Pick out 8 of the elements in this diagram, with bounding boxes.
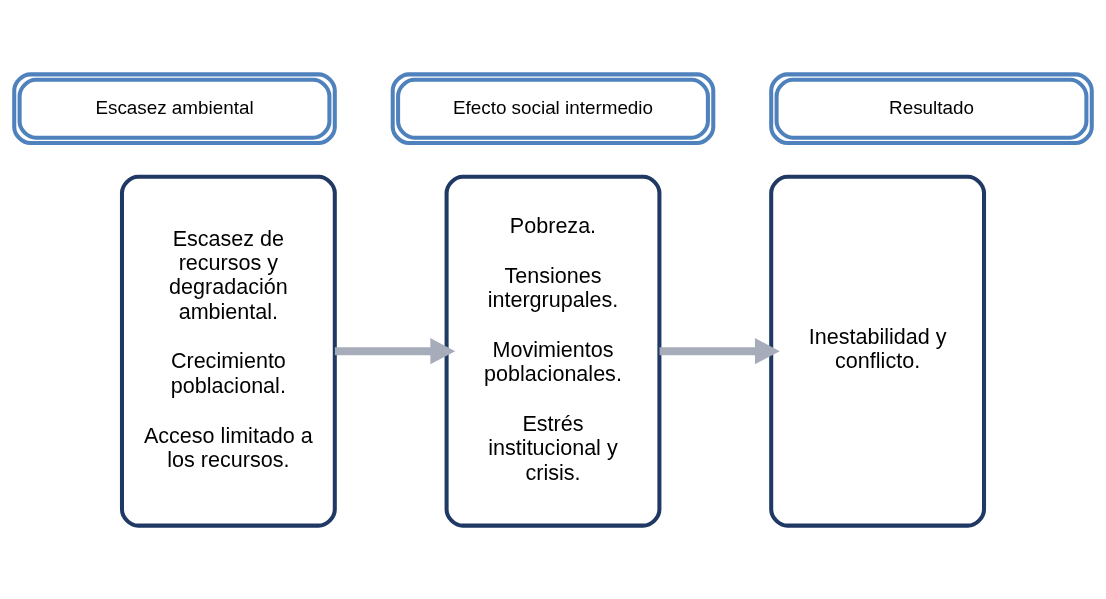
node-box: Escasez ambiental xyxy=(12,71,337,145)
node-box: Efecto social intermedio xyxy=(390,71,716,145)
node-box: Pobreza. Tensiones intergrupales. Movimientos poblacionales. Estrés institucional y crisis. xyxy=(444,174,662,528)
node-box: Inestabilidad y conflicto. xyxy=(769,174,987,528)
node-box: Resultado xyxy=(769,71,1094,145)
node-box: Escasez de recursos y degradación ambiental. Crecimiento poblacional. Acceso limitado a los recursos. xyxy=(119,174,337,528)
arrow xyxy=(659,337,780,364)
arrow xyxy=(334,337,456,364)
